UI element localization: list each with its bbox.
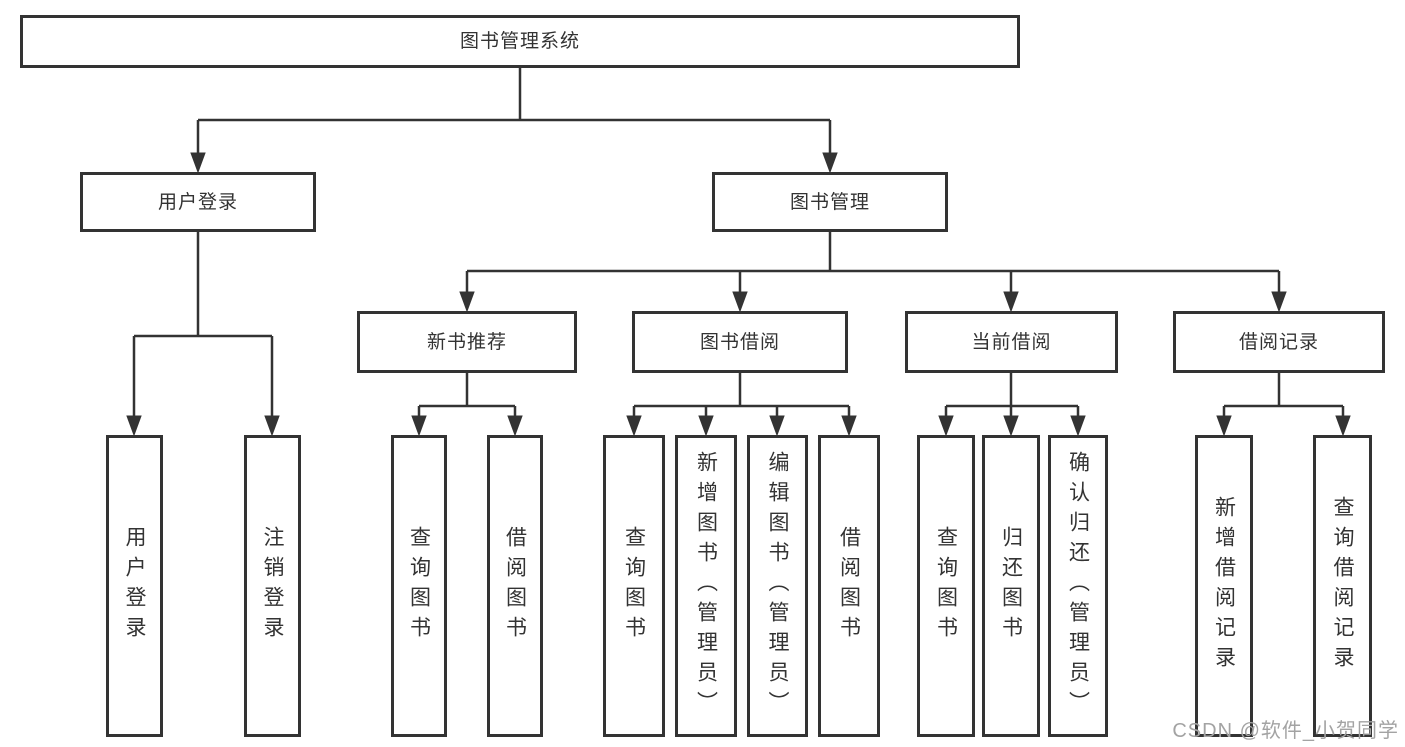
leaf-query-books-current: 查询图书 bbox=[917, 435, 975, 737]
node-current-borrow: 当前借阅 bbox=[905, 311, 1118, 373]
leaf-return-books: 归还图书 bbox=[982, 435, 1040, 737]
watermark-text: CSDN @软件_小贺同学 bbox=[1172, 720, 1399, 742]
leaf-add-book-admin: 新增图书（管理员） bbox=[675, 435, 737, 737]
node-user-login: 用户登录 bbox=[80, 172, 316, 232]
edge-root-to-level2 bbox=[190, 68, 838, 174]
node-borrow-records: 借阅记录 bbox=[1173, 311, 1385, 373]
node-library-system: 图书管理系统 bbox=[20, 15, 1020, 68]
node-book-management: 图书管理 bbox=[712, 172, 948, 232]
edge-borrow-records-to-leaves bbox=[1216, 373, 1351, 437]
edge-user-login-to-leaves bbox=[126, 232, 280, 437]
leaf-query-books-recommend: 查询图书 bbox=[391, 435, 447, 737]
leaf-confirm-return-admin: 确认归还（管理员） bbox=[1048, 435, 1108, 737]
leaf-edit-book-admin: 编辑图书（管理员） bbox=[747, 435, 808, 737]
node-new-book-recommend: 新书推荐 bbox=[357, 311, 577, 373]
leaf-borrow-books-borrow: 借阅图书 bbox=[818, 435, 880, 737]
leaf-add-borrow-record: 新增借阅记录 bbox=[1195, 435, 1253, 737]
leaf-query-borrow-record: 查询借阅记录 bbox=[1313, 435, 1372, 737]
node-book-borrow: 图书借阅 bbox=[632, 311, 848, 373]
leaf-logout: 注销登录 bbox=[244, 435, 301, 737]
edge-book-borrow-to-leaves bbox=[626, 373, 857, 437]
edge-book-management-to-level3 bbox=[459, 232, 1287, 313]
leaf-query-books-borrow: 查询图书 bbox=[603, 435, 665, 737]
leaf-borrow-books-recommend: 借阅图书 bbox=[487, 435, 543, 737]
leaf-user-login: 用户登录 bbox=[106, 435, 163, 737]
edge-new-book-recommend-to-leaves bbox=[411, 373, 523, 437]
edge-current-borrow-to-leaves bbox=[938, 373, 1086, 437]
